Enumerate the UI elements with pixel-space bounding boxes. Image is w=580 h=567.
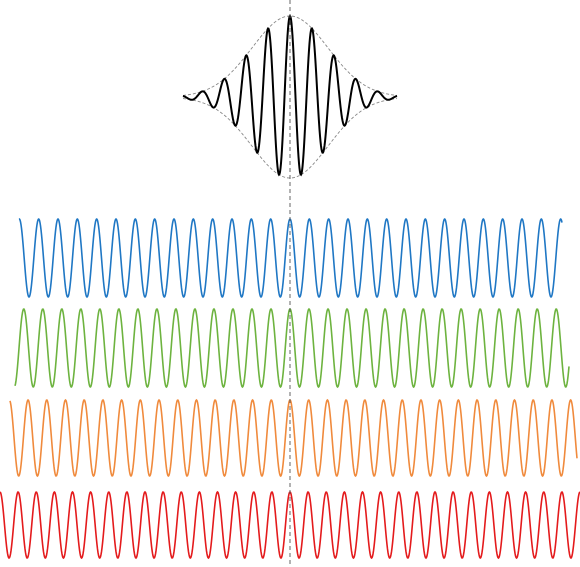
wave-packet <box>182 14 398 179</box>
envelope-upper <box>182 15 398 96</box>
sine-wave-green <box>14 307 570 389</box>
sine-wave-blue <box>18 217 563 299</box>
envelope-lower <box>182 98 398 179</box>
sine-wave-orange <box>9 398 578 478</box>
